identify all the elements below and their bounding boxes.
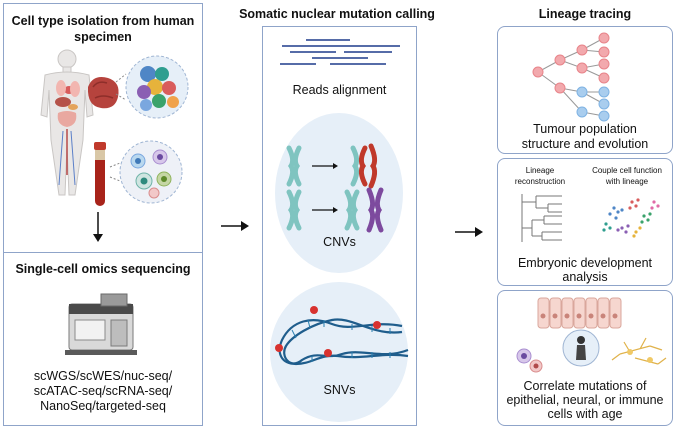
- cell-cluster-zoom: [115, 55, 189, 119]
- age-label-line2: epithelial, neural, or immune: [506, 393, 664, 407]
- chromosome-pair-normal-1: [286, 145, 302, 187]
- chromosome-pair-normal-2: [286, 189, 302, 231]
- embryonic-development-box: [497, 158, 673, 286]
- lineage-reconstruction-line2: reconstruction: [514, 177, 566, 186]
- method-line-2: scATAC-seq/scRNA-seq/: [33, 384, 173, 398]
- cnv-bubble: [275, 113, 403, 273]
- lineage-reconstruction-line1: Lineage: [525, 166, 555, 175]
- immune-cells: [516, 348, 543, 373]
- tumour-label-line2: structure and evolution: [521, 137, 649, 151]
- neural-cells: [611, 337, 667, 365]
- mutation-calling-title: Somatic nuclear mutation calling: [239, 7, 435, 21]
- blood-tube: [94, 142, 106, 206]
- omics-title: Single-cell omics sequencing: [15, 262, 191, 276]
- cell-function-scatter: [602, 198, 660, 238]
- method-line-3: NanoSeq/targeted-seq: [40, 399, 166, 413]
- cnv-label: CNVs: [323, 235, 356, 249]
- age-label-line3: cells with age: [547, 407, 623, 421]
- epithelial-cells: [537, 297, 622, 329]
- tumour-label-line1: Tumour population: [533, 122, 637, 136]
- arrow-right-icon: [221, 221, 249, 231]
- chromosome-pair-altered-1: [350, 143, 378, 189]
- tumour-evolution-box: [497, 26, 673, 154]
- snv-bubble: [270, 282, 409, 422]
- isolation-title-line1: Cell type isolation from human: [11, 14, 195, 28]
- reads-alignment-graphic: [280, 39, 400, 65]
- arrow-down-icon: [93, 212, 103, 242]
- reads-alignment-label: Reads alignment: [292, 83, 387, 97]
- middle-panel: [262, 26, 417, 426]
- sequencer-machine: [65, 293, 137, 355]
- tissue-specimen: [87, 77, 119, 109]
- arrow-right-icon: [455, 227, 483, 237]
- embryonic-label-line2: analysis: [562, 270, 608, 284]
- cell-types-illustration: [516, 297, 667, 373]
- embryonic-label-line1: Embryonic development: [517, 256, 653, 270]
- method-line-1: scWGS/scWES/nuc-seq/: [33, 369, 173, 383]
- left-panel-divider: [3, 252, 203, 253]
- human-body-illustration: [40, 49, 94, 196]
- couple-function-line1: Couple cell function: [592, 166, 662, 175]
- blood-cell-zoom: [109, 140, 183, 204]
- couple-function-line2: with lineage: [605, 177, 649, 186]
- age-correlation-box: [497, 290, 673, 426]
- isolation-title-line2: specimen: [74, 30, 132, 44]
- snv-label: SNVs: [323, 383, 356, 397]
- snv-mutation-markers: [275, 306, 381, 357]
- tumour-lineage-tree: [532, 32, 610, 122]
- left-panel: [3, 3, 203, 426]
- age-label-line1: Correlate mutations of: [523, 379, 647, 393]
- chromosome-pair-altered-2: [344, 187, 384, 233]
- dendrogram: [521, 194, 562, 242]
- lineage-tracing-title: Lineage tracing: [538, 7, 632, 21]
